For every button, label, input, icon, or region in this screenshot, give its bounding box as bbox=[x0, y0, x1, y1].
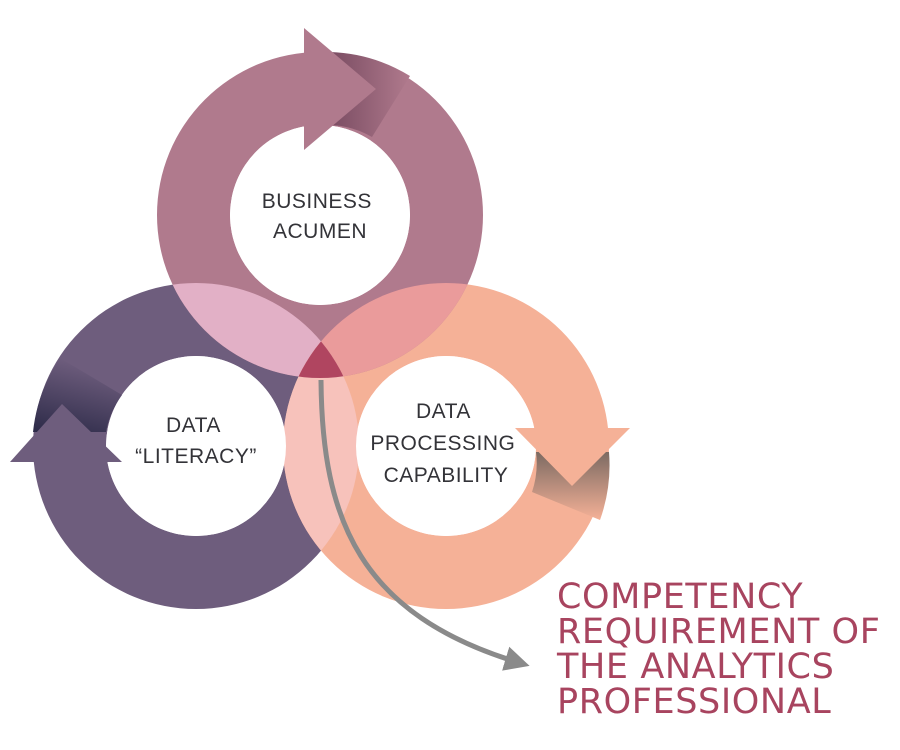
overlap-business-processing bbox=[283, 283, 483, 378]
hole-literacy bbox=[106, 356, 286, 536]
callout-competency-requirement: COMPETENCY REQUIREMENT OF THE ANALYTICS … bbox=[556, 577, 892, 722]
label-data-processing: DATA PROCESSING CAPABILITY bbox=[370, 400, 521, 487]
overlap-business-literacy bbox=[157, 283, 359, 378]
callout-arrow bbox=[318, 379, 530, 671]
shade-processing bbox=[532, 452, 610, 520]
arrowhead-data-processing bbox=[515, 428, 630, 486]
arrowhead-business-acumen bbox=[304, 28, 376, 150]
hole-processing bbox=[356, 356, 536, 536]
label-business-acumen: BUSINESS ACUMEN bbox=[262, 190, 379, 243]
label-data-literacy: DATA “LITERACY” bbox=[135, 414, 257, 468]
arrowhead-data-literacy bbox=[10, 404, 122, 462]
hole-business bbox=[230, 125, 410, 305]
